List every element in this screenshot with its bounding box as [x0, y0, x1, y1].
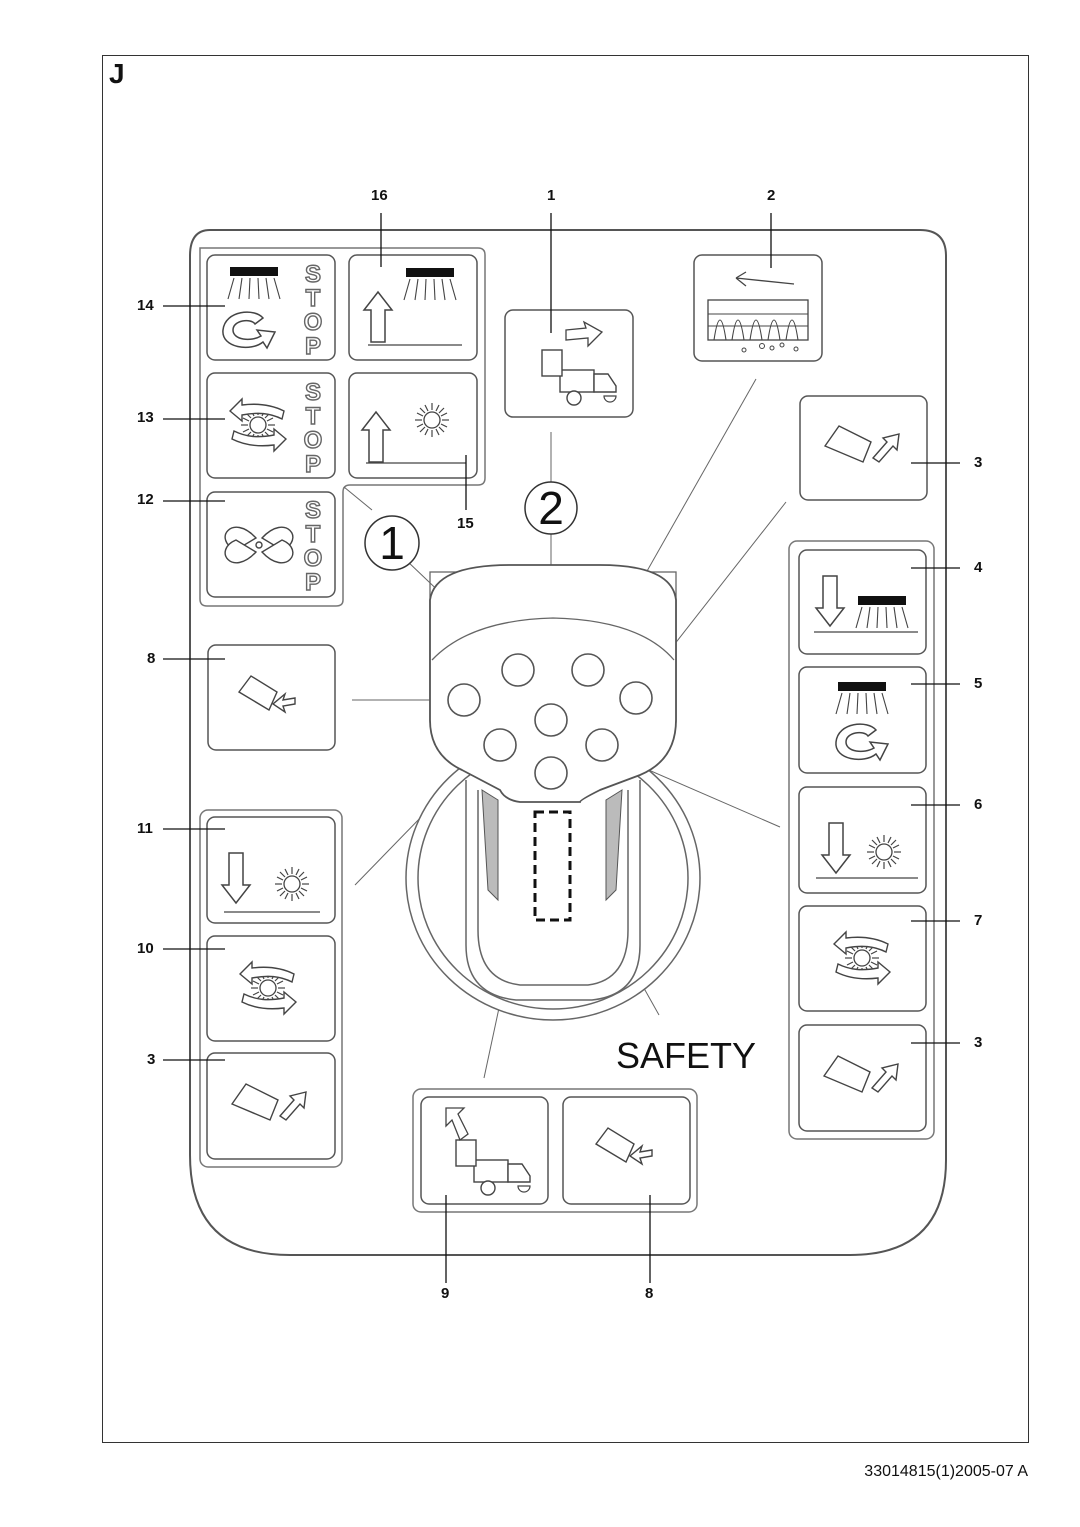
callout-7: 7 — [974, 912, 983, 929]
svg-text:O: O — [304, 545, 323, 572]
callout-3-left: 3 — [147, 1051, 156, 1068]
dump-hopper-icon — [504, 309, 634, 418]
light-lower-icon — [206, 816, 336, 924]
callout-11: 11 — [137, 820, 153, 837]
callout-16: 16 — [371, 187, 388, 204]
brush-rotate-stop-icon: S T O P — [206, 254, 336, 361]
light-lower-icon — [798, 786, 927, 894]
svg-text:T: T — [306, 521, 321, 548]
callout-14: 14 — [137, 297, 154, 314]
document-code: 33014815(1)2005-07 A — [864, 1463, 1028, 1480]
light-raise-icon — [348, 372, 478, 479]
callout-leaders — [163, 213, 960, 1283]
brush-rotate-icon — [798, 666, 927, 774]
dump-return-icon — [420, 1096, 549, 1205]
svg-text:P: P — [305, 451, 321, 478]
section-letter: J — [109, 58, 125, 89]
callout-5: 5 — [974, 675, 983, 692]
hopper-tilt-up-icon — [206, 1052, 336, 1160]
lower-left-group — [199, 809, 343, 1168]
brush-lower-icon — [798, 549, 927, 655]
hopper-tilt-up-icon — [798, 1024, 927, 1132]
callout-15: 15 — [457, 515, 474, 532]
svg-text:O: O — [304, 427, 323, 454]
callout-1: 1 — [547, 187, 556, 204]
page-frame — [102, 55, 1029, 1443]
callout-3-right: 3 — [974, 1034, 983, 1051]
callout-4: 4 — [974, 559, 983, 576]
safety-label: SAFETY — [616, 1035, 756, 1076]
bottom-group — [412, 1088, 698, 1213]
callout-12: 12 — [137, 491, 154, 508]
svg-text:P: P — [305, 333, 321, 360]
hopper-tilt-down-icon — [562, 1096, 691, 1205]
svg-text:T: T — [306, 285, 321, 312]
callout-9: 9 — [441, 1285, 450, 1302]
callout-8-bottom: 8 — [645, 1285, 654, 1302]
svg-text:T: T — [306, 403, 321, 430]
indicator-1: 1 — [364, 515, 420, 571]
brush-raise-icon — [348, 254, 478, 361]
svg-text:O: O — [304, 309, 323, 336]
callout-13: 13 — [137, 409, 154, 426]
hopper-tilt-down-icon — [207, 644, 336, 751]
svg-text:S: S — [305, 379, 321, 406]
light-rotate-icon — [206, 935, 336, 1042]
fan-stop-icon: S T O P — [206, 491, 336, 598]
callout-3-top: 3 — [974, 454, 983, 471]
joystick-icon — [405, 564, 701, 1021]
right-group — [788, 540, 935, 1140]
light-rotate-icon — [798, 905, 927, 1012]
callout-8-left: 8 — [147, 650, 156, 667]
callout-10: 10 — [137, 940, 154, 957]
svg-text:S: S — [305, 261, 321, 288]
callout-6: 6 — [974, 796, 983, 813]
conveyor-reverse-icon — [693, 254, 823, 362]
hopper-tilt-up-icon — [799, 395, 928, 501]
svg-text:P: P — [305, 569, 321, 596]
indicator-2-label: 2 — [538, 482, 564, 534]
indicator-2: 2 — [524, 481, 578, 535]
indicator-1-label: 1 — [379, 517, 405, 569]
light-rotate-stop-icon: S T O P — [206, 372, 336, 479]
upper-left-group — [199, 247, 486, 607]
callout-2: 2 — [767, 187, 776, 204]
svg-text:S: S — [305, 497, 321, 524]
